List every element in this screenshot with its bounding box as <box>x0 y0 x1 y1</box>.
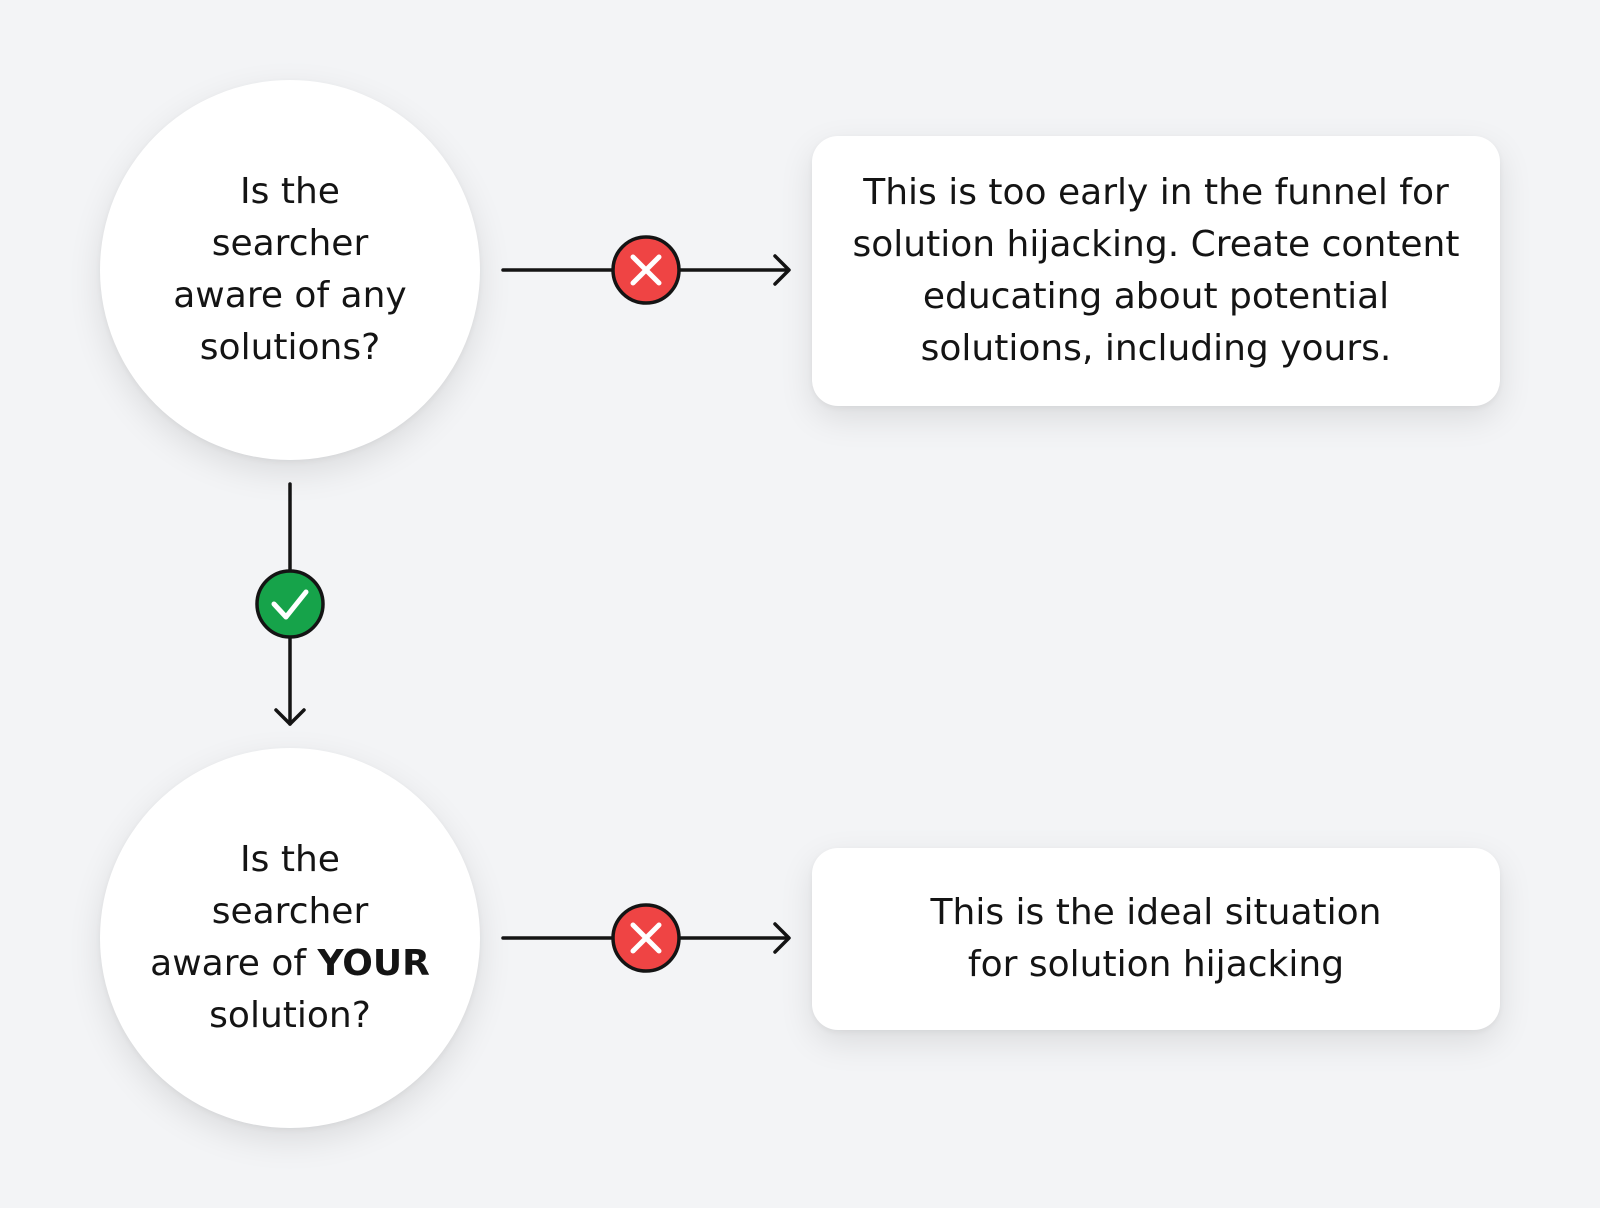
result-box-2: This is the ideal situation for solution… <box>812 848 1500 1030</box>
question-1-line-4: solutions? <box>199 327 381 368</box>
question-2-line-1: Is the <box>240 839 340 880</box>
question-2-emphasis: YOUR <box>317 943 430 984</box>
question-1-line-2: searcher <box>211 223 369 264</box>
x-icon <box>611 903 681 973</box>
question-node-1: Is the searcher aware of any solutions? <box>100 80 480 460</box>
arrowhead-right-2 <box>773 922 791 954</box>
result-box-1: This is too early in the funnel for solu… <box>812 136 1500 406</box>
question-2-line-3: aware of YOUR <box>150 938 430 990</box>
question-2-line-3-prefix: aware of <box>150 943 318 984</box>
question-node-2: Is the searcher aware of YOUR solution? <box>100 748 480 1128</box>
arrowhead-right-1 <box>773 254 791 286</box>
result-1-text: This is too early in the funnel for solu… <box>852 172 1460 369</box>
question-1-line-3: aware of any <box>173 275 407 316</box>
question-node-2-text: Is the searcher aware of YOUR solution? <box>150 834 430 1042</box>
result-2-text: This is the ideal situation for solution… <box>930 892 1382 985</box>
arrowhead-down <box>274 708 306 726</box>
x-icon <box>611 235 681 305</box>
question-node-1-text: Is the searcher aware of any solutions? <box>150 166 430 374</box>
question-1-line-1: Is the <box>240 171 340 212</box>
check-icon <box>255 569 325 639</box>
question-2-line-2: searcher <box>211 891 369 932</box>
question-2-line-4: solution? <box>209 995 371 1036</box>
